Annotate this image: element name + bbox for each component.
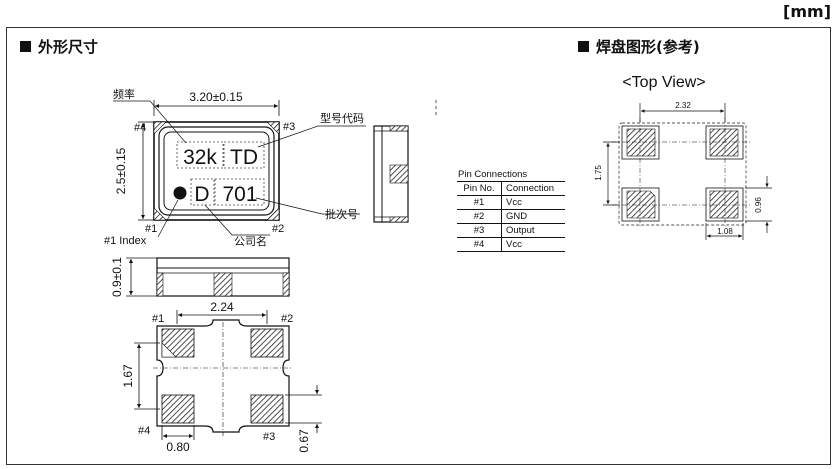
marking-company: D xyxy=(194,183,209,206)
outline-top-view: 3.20±0.15 2.5±0.15 32k TD D 701 #4 #3 #1… xyxy=(104,87,366,248)
land-title-text: 焊盘图形(参考) xyxy=(596,38,700,56)
pin3-label: #3 xyxy=(283,121,295,133)
model-code-label: 型号代码 xyxy=(320,111,364,125)
unit-label: [mm] xyxy=(783,2,831,21)
width-dimension: 3.20±0.15 xyxy=(189,90,243,104)
table-row: #2 GND xyxy=(457,209,565,224)
pin-connection: Output xyxy=(501,223,565,238)
bottom-pad-height: 0.67 xyxy=(297,429,311,453)
pin1-index-dot xyxy=(173,186,187,200)
outline-front-view: 0.9±0.1 xyxy=(110,257,290,297)
pin-connection: Vcc xyxy=(501,237,565,252)
pin-table-header-connection: Connection xyxy=(501,181,565,196)
pin-table-header-pin: Pin No. xyxy=(457,181,502,196)
table-row: #1 Vcc xyxy=(457,195,565,210)
outline-title-text: 外形尺寸 xyxy=(38,38,99,56)
company-name-label: 公司名 xyxy=(234,234,267,248)
marking-lot-number: 701 xyxy=(222,183,257,206)
bottom-pad-width: 0.80 xyxy=(166,440,190,454)
pin-connection: GND xyxy=(501,209,565,224)
square-bullet-icon xyxy=(20,41,31,52)
package-lid-inner xyxy=(163,131,270,211)
package-lid-outer xyxy=(158,126,275,216)
marking-model-code: TD xyxy=(230,146,258,169)
pin1-index-label: #1 Index xyxy=(104,235,147,247)
land-section-title: 焊盘图形(参考) xyxy=(578,36,700,57)
table-row: #3 Output xyxy=(457,223,565,238)
pin2-label: #2 xyxy=(272,223,284,235)
bottom-pin1-label: #1 xyxy=(152,313,164,325)
land-pitch-y: 1.75 xyxy=(594,165,603,181)
pin-number: #3 xyxy=(457,223,502,238)
land-pad-height: 0.96 xyxy=(754,197,763,213)
frequency-label: 频率 xyxy=(113,87,135,101)
square-bullet-icon xyxy=(578,41,589,52)
bottom-pin3-label: #3 xyxy=(263,431,275,443)
outline-section-title: 外形尺寸 xyxy=(20,36,98,57)
package-body xyxy=(153,121,280,221)
outline-side-view xyxy=(373,100,437,223)
thickness-dimension: 0.9±0.1 xyxy=(110,257,124,297)
pin-number: #4 xyxy=(457,237,502,252)
land-pad-width: 1.08 xyxy=(717,227,733,236)
top-view-label: <Top View> xyxy=(622,74,705,91)
drawing-frame xyxy=(6,27,831,465)
pin-connections-table: Pin Connections Pin No. Connection #1 Vc… xyxy=(457,169,565,252)
pin-connection: Vcc xyxy=(501,195,565,210)
bottom-pin2-label: #2 xyxy=(281,313,293,325)
pin-table-title: Pin Connections xyxy=(458,169,528,180)
pin4-label: #4 xyxy=(134,122,146,134)
pin-number: #2 xyxy=(457,209,502,224)
pin1-label: #1 xyxy=(145,223,157,235)
bottom-pin4-label: #4 xyxy=(138,425,150,437)
bottom-pitch-x: 2.24 xyxy=(210,300,234,314)
bottom-pitch-y: 1.67 xyxy=(121,364,135,388)
table-row: #4 Vcc xyxy=(457,237,565,252)
outline-bottom-view: 2.24 1.67 0.80 0.67 #1 #2 #4 #3 xyxy=(121,300,322,454)
land-pitch-x: 2.32 xyxy=(675,101,691,110)
marking-frequency: 32k xyxy=(183,146,217,169)
pin-number: #1 xyxy=(457,195,502,210)
land-pattern-view: <Top View> 2.32 1.75 0.96 xyxy=(594,74,772,240)
height-dimension: 2.5±0.15 xyxy=(114,147,128,194)
